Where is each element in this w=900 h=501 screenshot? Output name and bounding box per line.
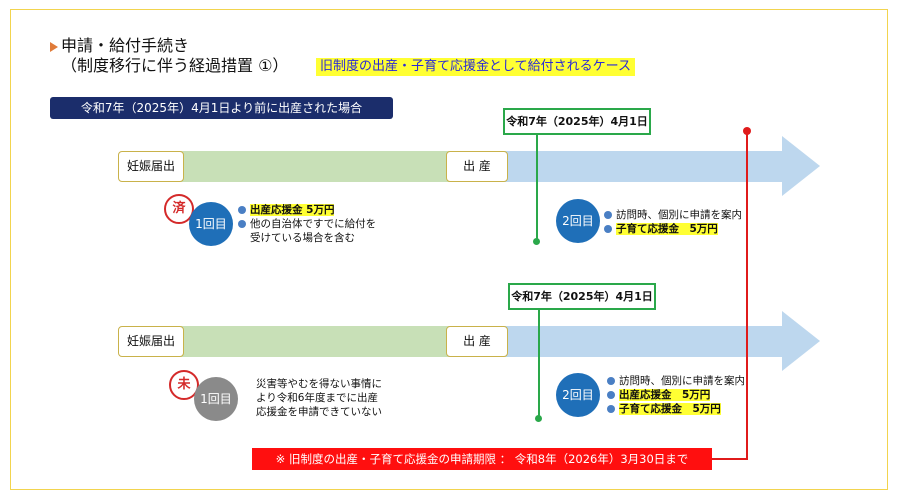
row2-pregnancy-notice-box: 妊娠届出: [118, 326, 184, 357]
row1-second-item: 訪問時、個別に申請を案内: [604, 208, 742, 222]
bullet-dot-icon: [238, 206, 246, 214]
row1-post-birth-bar: [460, 151, 783, 182]
row1-status-stamp: 済: [164, 194, 194, 224]
row2-pregnancy-bar: [150, 326, 460, 357]
row2-date-dot: [535, 415, 542, 422]
deadline-line: [746, 131, 748, 459]
row2-first-line: より令和6年度までに出産: [256, 392, 378, 404]
bullet-dot-icon: [604, 211, 612, 219]
row2-first-details: 災害等やむを得ない事情に より令和6年度までに出産 応援金を申請できていない: [256, 377, 382, 419]
bullet-dot-icon: [607, 391, 615, 399]
row1-pregnancy-bar: [150, 151, 460, 182]
row2-first-line: 応援金を申請できていない: [256, 406, 382, 418]
row1-first-item: 出産応援金 5万円: [238, 203, 376, 217]
row2-second-item: 訪問時、個別に申請を案内: [607, 374, 745, 388]
condition-banner: 令和7年（2025年）4月1日より前に出産された場合: [50, 97, 393, 119]
row1-second-circle: 2回目: [556, 199, 600, 243]
row2-second-circle: 2回目: [556, 373, 600, 417]
row1-pregnancy-notice-box: 妊娠届出: [118, 151, 184, 182]
page-subtitle: （制度移行に伴う経過措置 ①）: [61, 56, 289, 75]
row2-second-details: 訪問時、個別に申請を案内 出産応援金 5万円 子育て応援金 5万円: [607, 374, 745, 416]
row2-second-item: 出産応援金 5万円: [607, 388, 745, 402]
row1-birth-box: 出 産: [446, 151, 508, 182]
row2-date-line: [538, 310, 540, 418]
slide-frame: [10, 9, 888, 490]
row1-second-item: 子育て応援金 5万円: [604, 222, 742, 236]
bullet-dot-icon: [607, 377, 615, 385]
row1-date-line: [536, 135, 538, 241]
case-note: 旧制度の出産・子育て応援金として給付されるケース: [316, 58, 635, 76]
row1-first-item: 他の自治体ですでに給付を: [238, 217, 376, 231]
row1-second-details: 訪問時、個別に申請を案内 子育て応援金 5万円: [604, 208, 742, 236]
row1-first-circle: 1回目: [189, 202, 233, 246]
page-title: 申請・給付手続き: [61, 36, 190, 55]
bullet-dot-icon: [604, 225, 612, 233]
deadline-connector: [712, 458, 748, 460]
row2-birth-box: 出 産: [446, 326, 508, 357]
row1-first-details: 出産応援金 5万円 他の自治体ですでに給付を 受けている場合を含む: [238, 203, 376, 245]
row2-second-item: 子育て応援金 5万円: [607, 402, 745, 416]
bullet-dot-icon: [607, 405, 615, 413]
row2-arrow-head-icon: [782, 311, 820, 371]
row1-date-box: 令和7年（2025年）4月1日: [503, 108, 651, 135]
row1-date-dot: [533, 238, 540, 245]
row2-date-box: 令和7年（2025年）4月1日: [508, 283, 656, 310]
row2-first-circle: 1回目: [194, 377, 238, 421]
deadline-banner: ※ 旧制度の出産・子育て応援金の申請期限 ： 令和8年（2026年）3月30日ま…: [252, 448, 712, 470]
row2-first-line: 災害等やむを得ない事情に: [256, 378, 382, 390]
row1-first-item: 受けている場合を含む: [250, 232, 355, 244]
title-bullet-icon: [50, 42, 58, 52]
row2-post-birth-bar: [460, 326, 783, 357]
bullet-dot-icon: [238, 220, 246, 228]
row1-arrow-head-icon: [782, 136, 820, 196]
